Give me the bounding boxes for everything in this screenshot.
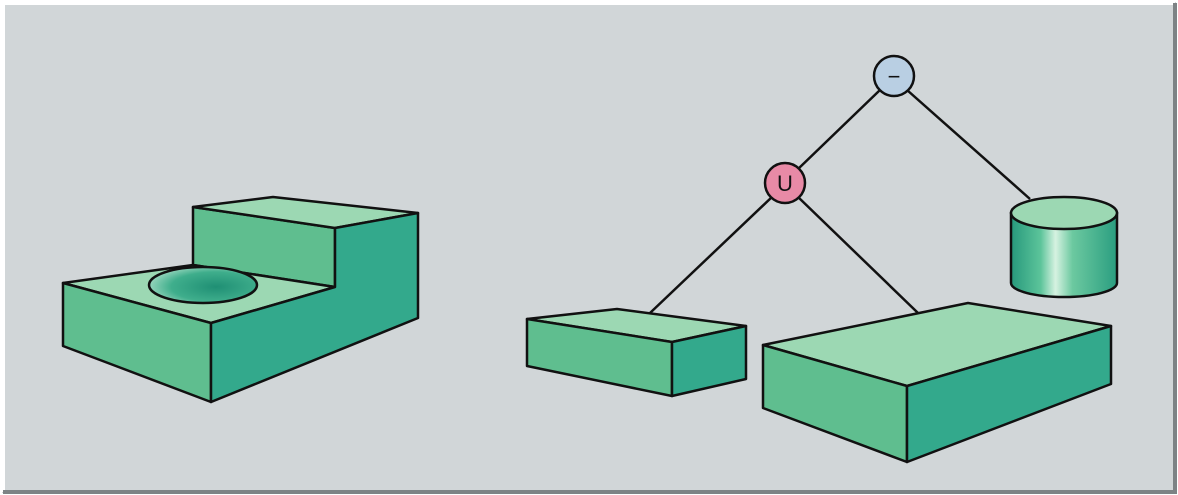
- edge-union-large-box: [796, 195, 919, 314]
- result-side: [209, 211, 420, 404]
- difference-circle: [872, 54, 916, 98]
- union-label: U: [777, 171, 793, 196]
- cylinder-body: [1009, 211, 1119, 299]
- tree-edges: [649, 89, 1031, 314]
- edge-union-small-box: [649, 195, 774, 314]
- edge-difference-union: [796, 89, 881, 171]
- difference-label: −: [888, 64, 901, 89]
- cylinder: [1009, 195, 1119, 299]
- large-box: [761, 301, 1113, 464]
- small-box: [525, 307, 748, 398]
- small-box-side: [670, 324, 748, 398]
- result-solid: [61, 195, 420, 404]
- hole: [147, 265, 259, 305]
- edge-difference-cylinder: [906, 89, 1031, 200]
- union-circle: [763, 161, 807, 205]
- node-difference: −: [872, 54, 916, 98]
- node-union: U: [763, 161, 807, 205]
- frame-shadow: [3, 3, 1177, 494]
- cylinder-top: [1009, 195, 1119, 231]
- large-box-side: [905, 324, 1113, 464]
